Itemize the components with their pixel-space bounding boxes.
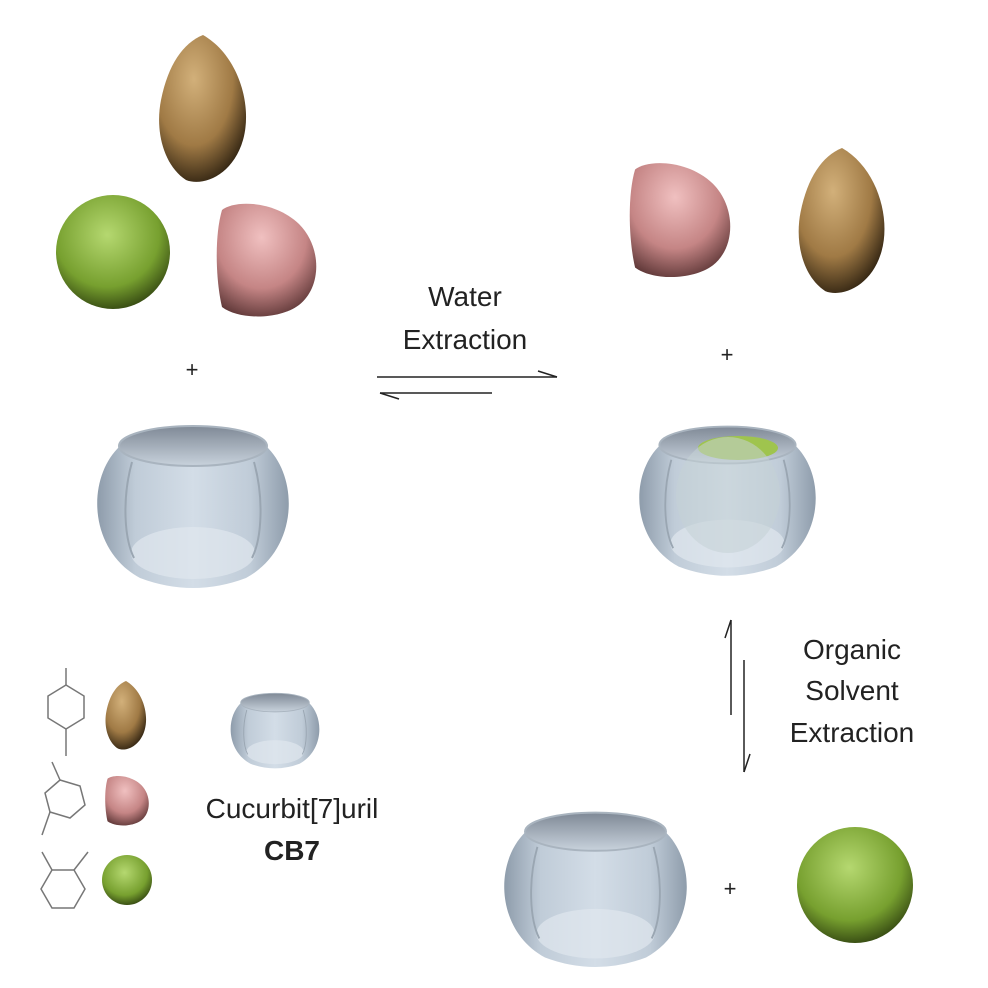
cb7-host-with-green-guest: [638, 425, 817, 577]
water-label: Water: [428, 281, 502, 312]
organic-label: Organic: [803, 634, 901, 665]
m-xylene-structure: [41, 761, 86, 836]
o-xylene-structure: [40, 851, 89, 909]
equilibrium-arrows-horizontal: [377, 370, 558, 400]
legend-brown-guest: [105, 681, 147, 750]
equilibrium-arrows-vertical: [724, 619, 751, 773]
m-xylene-guest-pink-right: [629, 163, 731, 278]
plus-sign-left: +: [186, 357, 199, 382]
legend-pink-guest: [105, 776, 149, 826]
legend-cb7-host: [230, 692, 320, 769]
cb7-host-empty-left: [96, 425, 290, 589]
plus-sign-bottom: +: [724, 876, 737, 901]
o-xylene-guest-green: [56, 195, 170, 309]
p-xylene-guest-brown: [159, 35, 247, 182]
host-abbrev-label: CB7: [264, 835, 320, 866]
plus-sign-right: +: [721, 342, 734, 367]
extraction-label: Extraction: [403, 324, 528, 355]
host-name-label: Cucurbit[7]uril: [206, 793, 379, 824]
solvent-label: Solvent: [805, 675, 899, 706]
extraction-label-2: Extraction: [790, 717, 915, 748]
o-xylene-guest-green-extracted: [797, 827, 913, 943]
legend: [40, 668, 89, 909]
cb7-host-empty-bottom: [503, 811, 688, 968]
m-xylene-guest-pink: [216, 203, 317, 317]
p-xylene-guest-brown-right: [798, 148, 885, 293]
p-xylene-structure: [47, 668, 85, 756]
legend-green-guest: [102, 855, 152, 905]
